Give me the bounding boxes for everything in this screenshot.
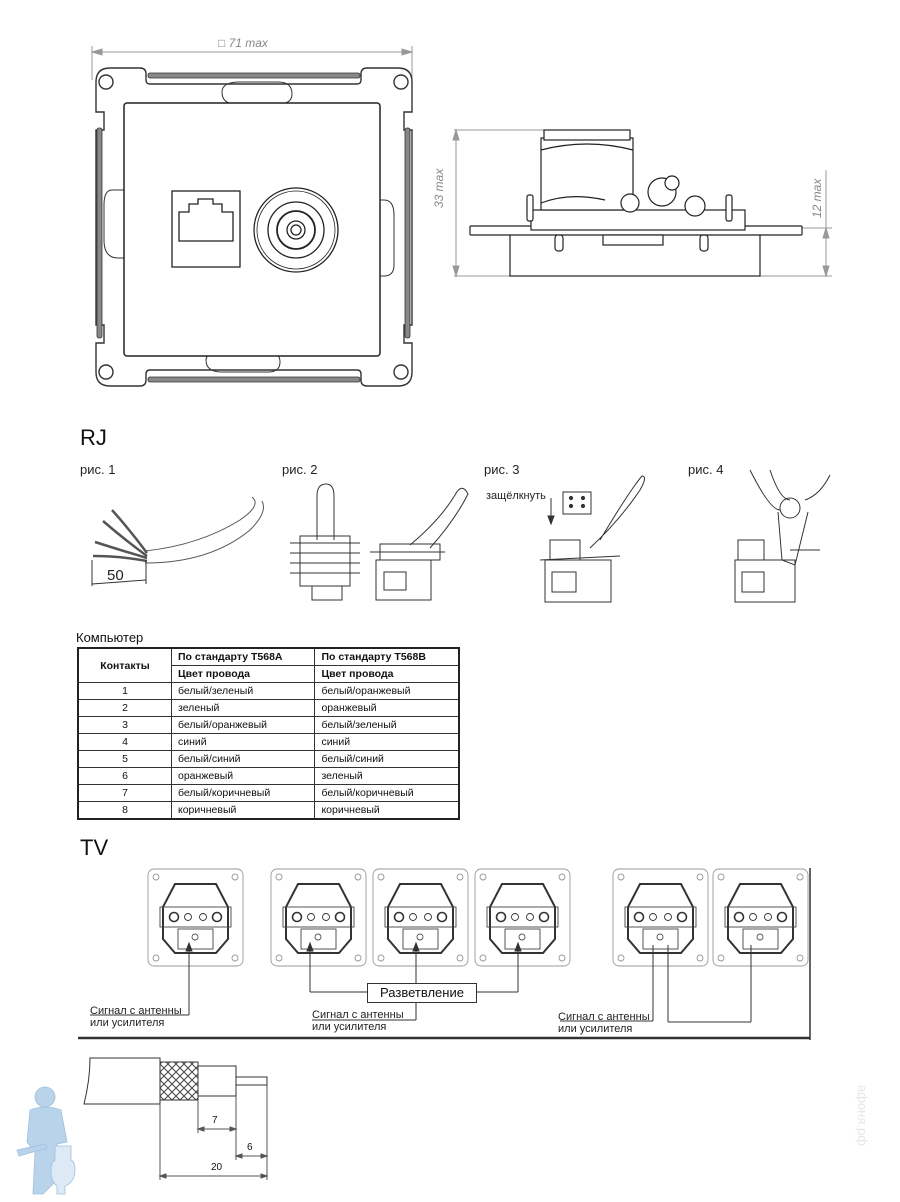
coax-core: [235, 1076, 268, 1086]
figure-3-snap-cap: [539, 475, 646, 603]
snap-in-annotation: защёлкнуть: [486, 490, 546, 502]
coax-dielectric: [197, 1065, 237, 1097]
width-dimension-label: □ 71 max: [218, 36, 268, 50]
signal-label-left: Сигнал с антенны или усилителя: [90, 1005, 182, 1029]
figure-4-cutter: [734, 469, 831, 603]
coax-braid: [159, 1061, 199, 1101]
strip-length-label: 50: [107, 567, 124, 584]
signal-label-right: Сигнал с антенны или усилителя: [558, 1011, 650, 1035]
coax-dim-core-label: 6: [247, 1142, 253, 1153]
tv-socket-module: [270, 868, 367, 967]
tv-socket-module: [712, 868, 809, 967]
figure-3-label: рис. 3: [484, 462, 520, 477]
signal-label-middle-line2: или усилителя: [312, 1021, 387, 1033]
t568b-color: белый/коричневый: [314, 784, 460, 802]
signal-label-middle: Сигнал с антенны или усилителя: [312, 1009, 404, 1033]
coax-dim-total-label: 20: [211, 1162, 223, 1173]
signal-label-middle-line1: Сигнал с антенны: [312, 1009, 404, 1021]
t568b-color: белый/синий: [314, 750, 460, 768]
rj45-port-icon: [171, 190, 241, 268]
figure-1-stripped-cable: [91, 496, 264, 586]
t568b-color: зеленый: [314, 767, 460, 785]
tv-socket-module: [612, 868, 709, 967]
table-header-row: Контакты По стандарту T568A По стандарту…: [77, 647, 460, 683]
header-wire-color-b: Цвет провода: [314, 665, 460, 683]
signal-label-right-line1: Сигнал с антенны: [558, 1011, 650, 1023]
contact-number: 7: [77, 784, 172, 802]
header-standard-b: По стандарту T568B: [314, 647, 460, 666]
table-caption: Компьютер: [76, 630, 144, 645]
tv-socket-module: [372, 868, 469, 967]
coax-dimension-lines: [158, 1085, 269, 1180]
tv-connection-lines: [78, 868, 811, 1040]
coax-jacket: [83, 1057, 161, 1105]
signal-label-left-line1: Сигнал с антенны: [90, 1005, 182, 1017]
t568b-color: коричневый: [314, 801, 460, 820]
side-view-svg: [452, 128, 832, 278]
figure-1-label: рис. 1: [80, 462, 116, 477]
tv-section-title: TV: [80, 835, 109, 860]
tv-socket-module: [474, 868, 571, 967]
width-dimension: [90, 46, 414, 80]
figure-4-label: рис. 4: [688, 462, 724, 477]
t568a-color: коричневый: [170, 801, 316, 820]
cover-plate: [123, 102, 381, 357]
side-view-body: [469, 129, 803, 277]
figure-2-label: рис. 2: [282, 462, 318, 477]
rj-section-title: RJ: [80, 425, 107, 450]
coax-dim-dielectric-label: 7: [212, 1115, 218, 1126]
signal-label-left-line2: или усилителя: [90, 1017, 165, 1029]
rj-figures-svg: [91, 469, 831, 603]
branch-label: Разветвление: [367, 983, 477, 1003]
frame-slots: [96, 72, 411, 383]
tv-socket-module: [147, 868, 244, 967]
site-watermark: афоня.рф: [855, 1085, 870, 1146]
mounting-frame: [95, 67, 413, 387]
front-view-svg: [90, 46, 414, 387]
figure-2-wire-insertion: [290, 483, 469, 601]
wiring-table: Контакты По стандарту T568A По стандарту…: [77, 647, 460, 820]
t568a-color: белый/коричневый: [170, 784, 316, 802]
signal-label-right-line2: или усилителя: [558, 1023, 633, 1035]
plumber-mascot-logo: [16, 1086, 76, 1195]
tv-coax-port-icon: [253, 187, 339, 273]
